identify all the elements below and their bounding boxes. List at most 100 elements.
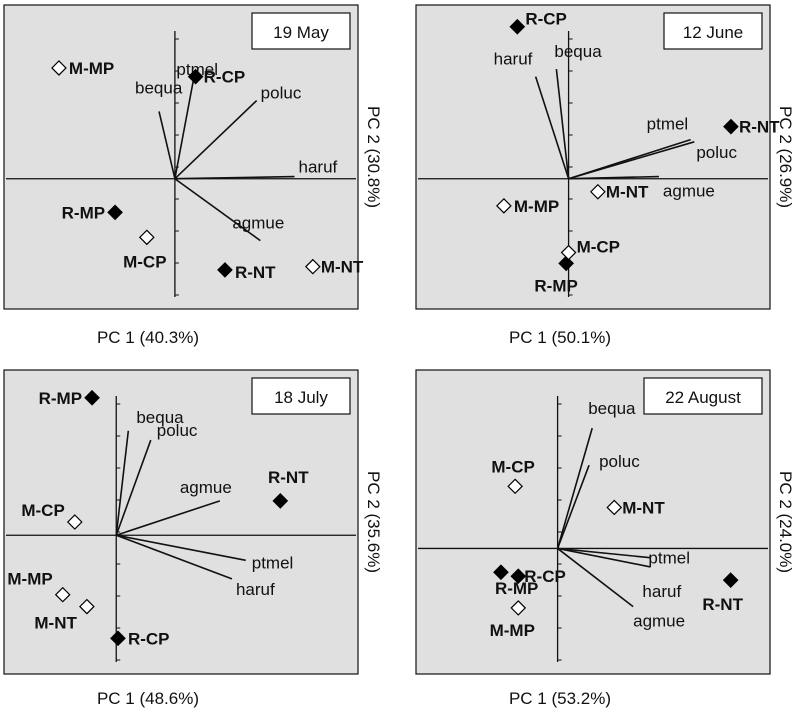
point-r-mp [558,255,574,272]
point-r-nt [217,262,233,278]
vector-label-agmue: agmue [633,612,685,631]
vector-poluc [556,464,590,549]
point-r-nt [722,572,739,589]
date-box [251,12,351,50]
point-label-m-nt: M-NT [321,258,364,277]
vector-agmue [557,547,634,608]
vector-label-ptmel: ptmel [648,549,690,568]
vector-haruf [115,534,233,580]
vector-label-agmue: agmue [232,214,284,233]
point-label-r-mp: R-MP [495,579,538,598]
plot-area [3,369,359,675]
point-r-cp [110,630,126,647]
point-label-m-nt: M-NT [34,614,77,633]
vector-agmue [568,175,659,180]
point-label-r-mp: R-MP [62,203,105,222]
date-box [643,377,763,415]
vector-agmue [115,500,221,536]
vector-label-poluc: poluc [599,452,640,471]
point-label-r-nt: R-NT [268,468,309,487]
vector-haruf [534,76,570,179]
panel-title: 12 June [683,23,744,42]
vector-label-poluc: poluc [157,421,198,440]
ylabel: PC 2 (24.0%) [776,471,795,573]
point-label-r-cp: R-CP [524,567,566,586]
point-label-m-nt: M-NT [622,498,665,517]
panel-12-june: 12 June bequa haruf ptmel poluc agmue R-CP R-… [415,4,795,347]
panel-title: 22 August [665,388,741,407]
point-m-nt [304,258,321,275]
vector-label-ptmel: ptmel [252,553,294,572]
xlabel: PC 1 (48.6%) [97,689,199,708]
xlabel: PC 1 (40.3%) [97,328,199,347]
point-label-m-cp: M-CP [123,252,166,271]
point-label-r-nt: R-NT [235,263,276,282]
ylabel: PC 2 (30.8%) [364,106,383,208]
vector-poluc [568,141,695,180]
vector-ptmel [174,80,194,179]
point-m-nt [79,598,95,615]
point-m-cp [560,244,577,261]
point-r-nt [272,493,289,509]
vector-label-agmue: agmue [663,182,715,201]
vector-label-bequa: bequa [554,42,602,61]
point-label-m-mp: M-MP [69,59,114,78]
vector-label-ptmel: ptmel [176,60,218,79]
point-m-nt [606,499,623,516]
vector-bequa [158,111,176,179]
point-label-r-nt: R-NT [702,595,743,614]
point-label-r-cp: R-CP [525,10,567,29]
point-r-mp [107,204,123,221]
point-label-r-mp: R-MP [534,276,577,295]
vector-label-bequa: bequa [136,408,184,427]
vector-label-haruf: haruf [299,158,338,177]
vector-haruf [557,547,651,568]
point-m-cp [507,478,523,495]
point-label-r-mp: R-MP [39,389,82,408]
xlabel: PC 1 (53.2%) [509,689,611,708]
site-points: R-MPR-CP R-NT M-CP M-NT M-MP [490,457,744,640]
point-label-m-cp: M-CP [577,238,620,257]
point-m-mp [510,600,527,616]
loading-vectors: bequa haruf ptmel poluc agmue [494,42,738,200]
site-points: R-MPR-NTR-CPM-CPM-MPM-NT [7,389,309,649]
date-box [251,377,351,415]
point-label-m-cp: M-CP [21,501,64,520]
ylabel: PC 2 (35.6%) [364,471,383,573]
plot-area [415,369,771,675]
point-m-mp [51,60,67,76]
point-label-m-mp: M-MP [514,197,559,216]
vector-label-haruf: haruf [494,50,533,69]
point-label-r-cp: R-CP [128,629,170,648]
vector-bequa [115,430,130,536]
vector-label-poluc: poluc [261,84,302,103]
point-r-nt [723,118,739,135]
point-label-r-cp: R-CP [204,68,246,87]
point-r-mp [84,389,100,406]
vector-label-poluc: poluc [696,143,737,162]
date-box [663,12,763,50]
vector-ptmel [557,547,651,559]
point-label-m-mp: M-MP [490,621,535,640]
point-r-cp [187,68,204,85]
vector-ptmel [116,534,246,562]
point-m-cp [138,229,155,246]
point-r-cp [510,568,527,585]
vector-poluc [174,99,258,180]
point-label-m-cp: M-CP [491,457,534,476]
axes [418,396,768,662]
plot-area [3,4,359,310]
vector-label-ptmel: ptmel [647,115,689,134]
point-r-mp [493,564,509,581]
vector-label-bequa: bequa [135,78,183,97]
vector-haruf [174,175,295,180]
point-m-mp [496,198,512,214]
point-label-r-nt: R-NT [739,118,780,137]
point-m-mp [54,586,71,603]
